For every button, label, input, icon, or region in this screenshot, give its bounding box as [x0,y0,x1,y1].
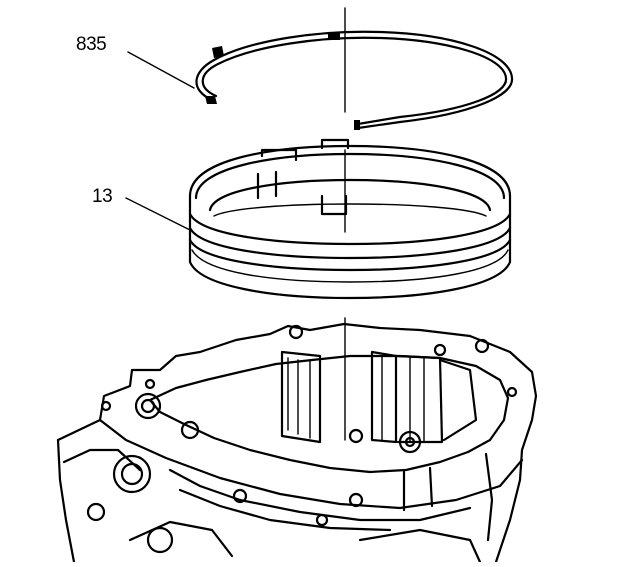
leader-line-13 [125,197,191,231]
leader-line-835 [127,51,195,89]
housing-part [56,322,538,564]
callout-label-13: 13 [92,186,113,207]
snap-ring-part [195,30,514,130]
ring-part [188,138,512,300]
callout-label-835: 835 [76,34,107,55]
